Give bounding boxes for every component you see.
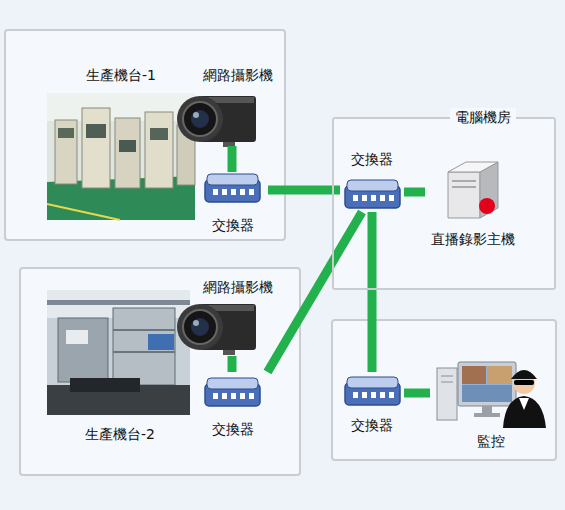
network-cable bbox=[268, 186, 340, 195]
node-label: 交換器 bbox=[351, 150, 393, 168]
server-tower bbox=[448, 162, 498, 218]
guard-hat bbox=[511, 370, 537, 379]
machine-node: 生產機台-1 bbox=[45, 66, 197, 222]
switch-node: 交換器 bbox=[340, 150, 404, 212]
network-cable bbox=[404, 188, 425, 197]
network-switch bbox=[205, 174, 260, 202]
node-label: 生產機台-2 bbox=[85, 425, 155, 443]
photo-floor-line bbox=[47, 204, 120, 220]
screen-feed bbox=[462, 385, 512, 402]
node-label: 交換器 bbox=[212, 420, 254, 438]
photo-bg bbox=[47, 93, 195, 220]
node-label: 直播錄影主機 bbox=[431, 230, 515, 248]
photo-panel bbox=[148, 334, 174, 350]
guard-glasses bbox=[514, 380, 534, 385]
machine-photo bbox=[47, 290, 190, 415]
server-front bbox=[448, 172, 480, 218]
screen-feed bbox=[487, 366, 512, 384]
server-room: 電腦機房交換器直播錄影主機 bbox=[332, 117, 556, 290]
monitor-frame bbox=[458, 362, 516, 406]
area-frame bbox=[332, 320, 556, 460]
photo-machine-panel bbox=[119, 140, 136, 152]
network-cable bbox=[228, 356, 237, 372]
machine-node: 生產機台-2 bbox=[45, 288, 195, 443]
photo-rail bbox=[113, 351, 175, 353]
area-frame bbox=[20, 268, 300, 475]
network-cable bbox=[404, 389, 430, 398]
photo-machine bbox=[113, 308, 175, 385]
photo-machine-panel bbox=[58, 128, 74, 138]
node-label: 網路攝影機 bbox=[203, 66, 273, 84]
network-cable bbox=[268, 212, 363, 372]
photo-beam bbox=[47, 300, 190, 305]
photo-machine bbox=[115, 118, 140, 188]
node-label: 監控 bbox=[477, 432, 505, 450]
server-slot bbox=[452, 186, 476, 188]
monitor-node: 監控 bbox=[430, 355, 552, 450]
network-switch bbox=[345, 180, 400, 208]
photo-panel bbox=[66, 330, 88, 344]
monitor-screen bbox=[462, 366, 512, 402]
monitor-station bbox=[437, 362, 546, 428]
node-label: 網路攝影機 bbox=[203, 278, 273, 296]
ip-camera bbox=[177, 304, 256, 355]
photo-machine-base bbox=[70, 378, 140, 392]
area-fill bbox=[332, 117, 556, 290]
screen-feed bbox=[462, 366, 486, 384]
server-top bbox=[448, 162, 498, 172]
guard-collar bbox=[519, 398, 529, 410]
monitor-base bbox=[474, 413, 500, 417]
node-label: 生產機台-1 bbox=[86, 66, 156, 84]
node-label: 交換器 bbox=[351, 416, 393, 434]
photo-machine bbox=[58, 318, 108, 382]
network-cable bbox=[228, 146, 237, 172]
switch-node: 交換器 bbox=[198, 372, 268, 438]
network-switch bbox=[345, 377, 400, 405]
photo-rail bbox=[113, 329, 175, 331]
pc-slot bbox=[441, 376, 453, 377]
node-label: 電腦機房 bbox=[450, 108, 516, 126]
pc-slot bbox=[441, 382, 453, 383]
photo-machine bbox=[55, 120, 77, 184]
network-cable bbox=[368, 212, 377, 372]
record-dot bbox=[479, 198, 495, 214]
photo-machine-panel bbox=[86, 124, 106, 138]
area-frame bbox=[5, 30, 285, 240]
photo-machine bbox=[82, 108, 110, 188]
monitor-stand bbox=[482, 406, 492, 414]
switch-node: 交換器 bbox=[340, 372, 404, 434]
camera-node: 網路攝影機 bbox=[188, 278, 288, 356]
ip-camera bbox=[177, 96, 256, 147]
server-node: 直播錄影主機 bbox=[425, 155, 521, 248]
photo-bg bbox=[47, 290, 190, 415]
photo-machine-panel bbox=[150, 128, 168, 140]
pc-tower bbox=[437, 368, 457, 420]
photo-machine bbox=[145, 112, 173, 188]
server-slot bbox=[452, 180, 476, 182]
machine-photo bbox=[47, 93, 195, 220]
network-switch bbox=[205, 378, 260, 406]
node-label: 交換器 bbox=[212, 216, 254, 234]
switch-node: 交換器 bbox=[198, 172, 268, 234]
camera-node: 網路攝影機 bbox=[188, 66, 288, 146]
guard-body bbox=[503, 396, 546, 428]
